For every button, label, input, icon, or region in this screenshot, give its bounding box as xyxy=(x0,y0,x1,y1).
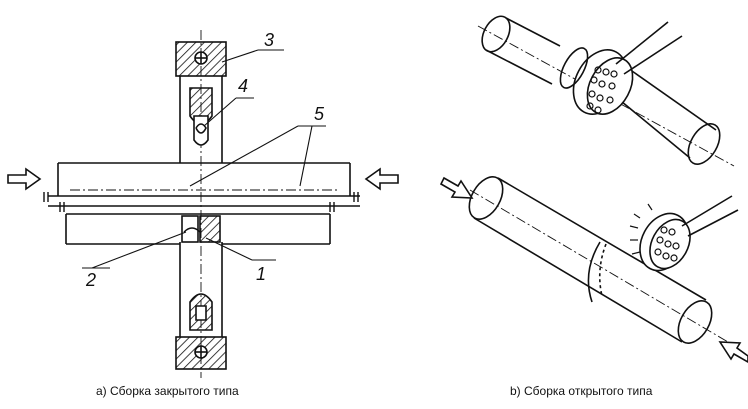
lower-source xyxy=(189,293,213,331)
left-push-arrow xyxy=(7,167,42,191)
caption-open-type: b) Сборка открытого типа xyxy=(510,384,653,398)
detached-ring xyxy=(629,195,739,272)
lower-pipe xyxy=(468,176,729,344)
pipe-lower-part xyxy=(48,205,360,245)
upper-pipe xyxy=(477,15,735,167)
callout-2: 2 xyxy=(85,270,96,290)
closed-assembly-panel xyxy=(7,30,399,378)
callout-1: 1 xyxy=(256,264,266,284)
callout-3: 3 xyxy=(264,30,274,50)
callout-5: 5 xyxy=(314,104,325,124)
ring-studs xyxy=(586,66,618,114)
right-insert-arrow xyxy=(718,341,748,363)
right-push-arrow xyxy=(364,167,399,191)
caption-closed-type: a) Сборка закрытого типа xyxy=(96,384,239,398)
upper-source xyxy=(189,87,213,146)
callout-4: 4 xyxy=(238,76,248,96)
end-ticks xyxy=(43,192,359,212)
open-assembly-panel xyxy=(439,15,748,363)
left-insert-arrow xyxy=(439,176,474,199)
pipe-upper-part xyxy=(48,162,360,197)
leader-lines xyxy=(82,49,326,269)
